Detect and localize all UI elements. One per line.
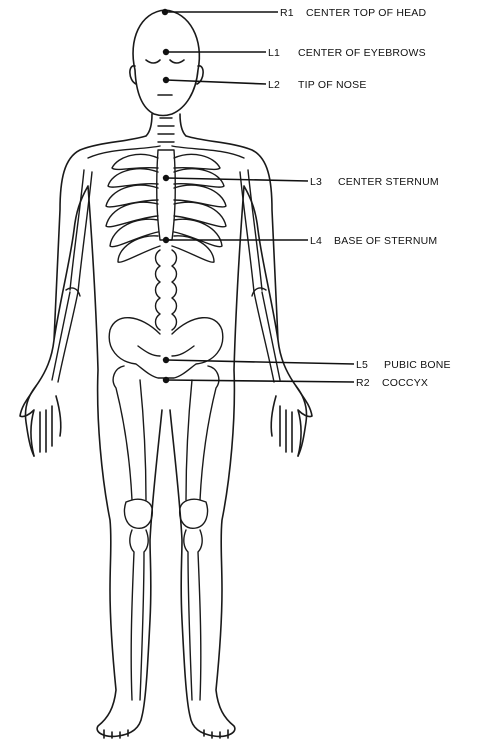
leaders (162, 9, 354, 383)
dot-r1 (162, 9, 168, 15)
label-r1: CENTER TOP OF HEAD (306, 7, 427, 19)
body-outline (20, 10, 312, 738)
left-tibia (130, 530, 148, 700)
left-eye (146, 60, 160, 63)
dot-r2 (163, 377, 169, 383)
code-l4: L4 (310, 235, 322, 247)
label-l3: CENTER STERNUM (338, 176, 439, 188)
labels: R1 CENTER TOP OF HEAD L1 CENTER OF EYEBR… (268, 7, 451, 389)
right-tibia (184, 530, 202, 700)
pelvis (109, 318, 223, 378)
leader-l2 (166, 80, 266, 84)
right-knee (180, 499, 208, 528)
head-outline (133, 10, 199, 116)
left-clavicle (88, 146, 160, 158)
dot-l3 (163, 175, 169, 181)
dot-l5 (163, 357, 169, 363)
right-femur (186, 366, 219, 500)
right-ribs (172, 154, 226, 262)
leader-r2 (166, 380, 354, 382)
dot-l4 (163, 237, 169, 243)
left-femur (113, 366, 146, 500)
code-r2: R2 (356, 377, 370, 389)
label-l4: BASE OF STERNUM (334, 235, 437, 247)
leader-l5 (166, 360, 354, 364)
left-ribs (106, 154, 160, 262)
dot-l1 (163, 49, 169, 55)
dot-l2 (163, 77, 169, 83)
label-l5: PUBIC BONE (384, 359, 451, 371)
sternum (157, 150, 176, 240)
leader-l3 (166, 178, 308, 181)
label-l1: CENTER OF EYEBROWS (298, 47, 426, 59)
label-l2: TIP OF NOSE (298, 79, 367, 91)
right-clavicle (172, 146, 244, 158)
label-r2: COCCYX (382, 377, 428, 389)
skeleton (52, 118, 280, 700)
code-r1: R1 (280, 7, 294, 19)
left-knee (124, 499, 152, 528)
code-l1: L1 (268, 47, 280, 59)
code-l3: L3 (310, 176, 322, 188)
right-eye (170, 60, 184, 63)
code-l5: L5 (356, 359, 368, 371)
code-l2: L2 (268, 79, 280, 91)
